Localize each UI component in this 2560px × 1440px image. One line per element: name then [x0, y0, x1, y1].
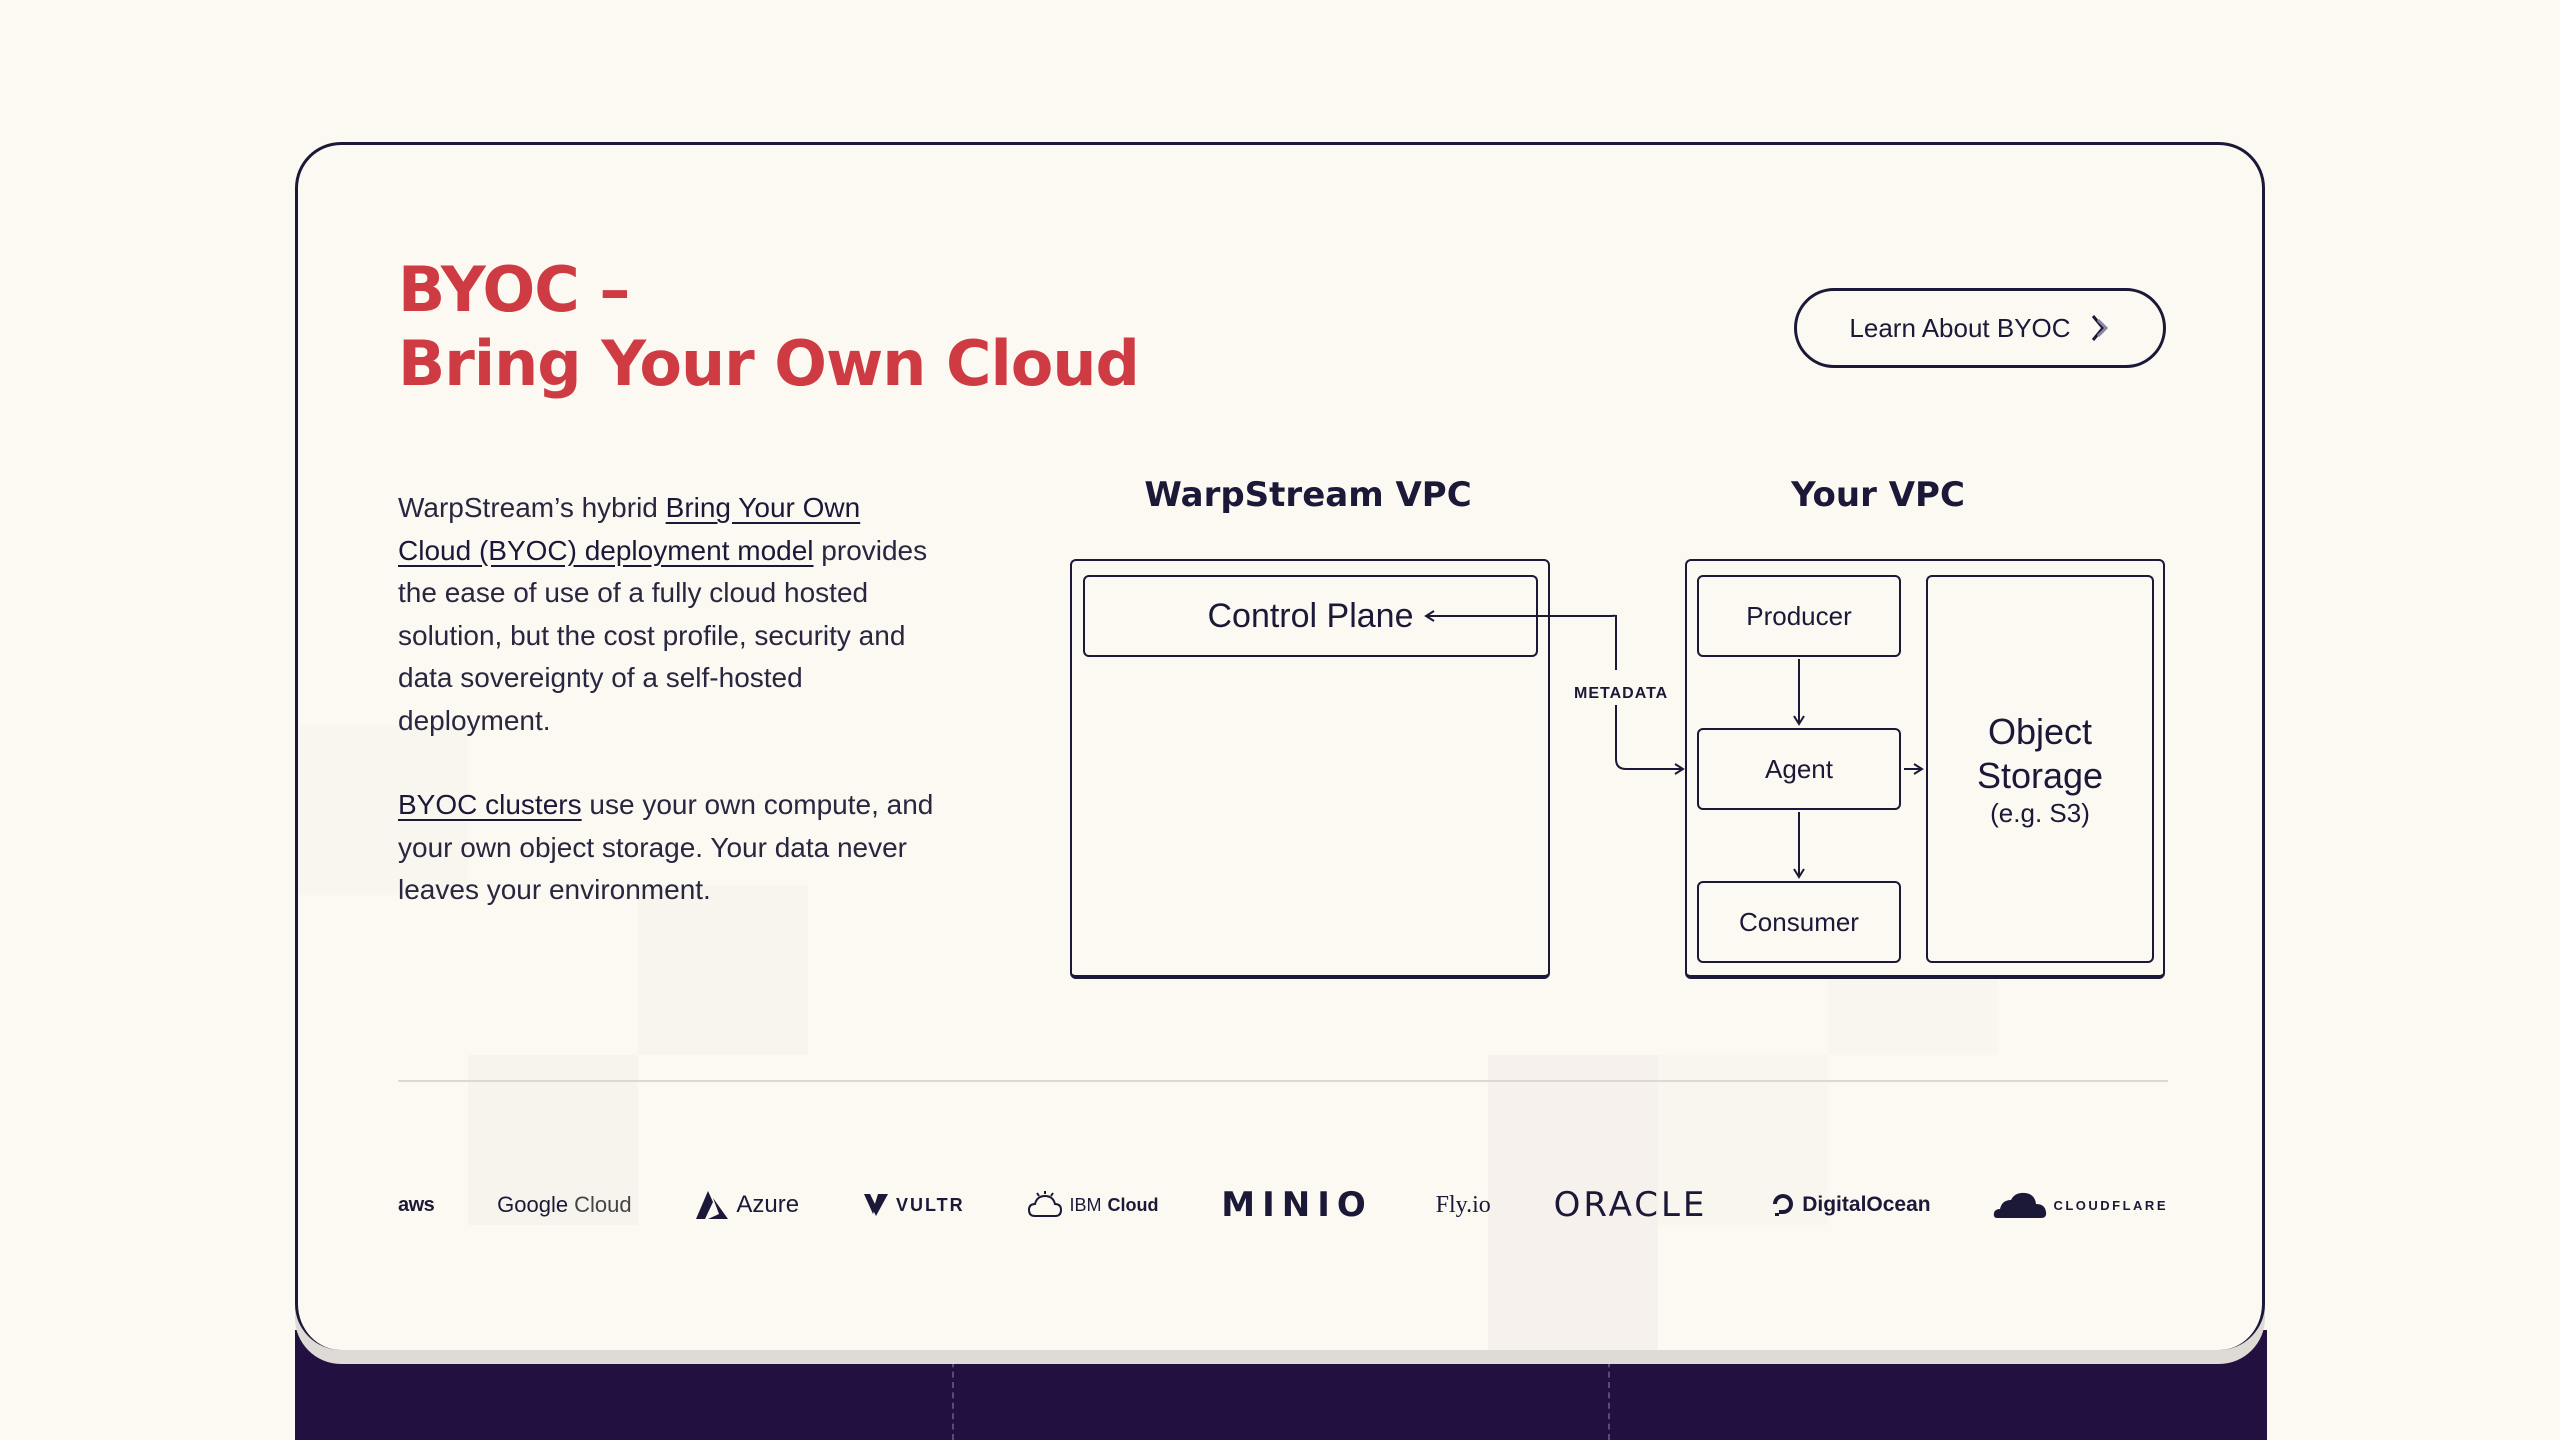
azure-logo: Azure: [694, 1190, 799, 1220]
metadata-arrow-to-agent: [1615, 705, 1685, 775]
digitalocean-wordmark: DigitalOcean: [1802, 1193, 1931, 1216]
ibm-cloud-icon: [1028, 1191, 1063, 1217]
flyio-wordmark: Fly.io: [1435, 1191, 1491, 1218]
digitalocean-icon: [1773, 1194, 1794, 1216]
cloudflare-logo: CLOUDFLARE: [1993, 1190, 2168, 1220]
byoc-clusters-link[interactable]: BYOC clusters: [398, 789, 582, 820]
band-divider: [1608, 1330, 1610, 1440]
aws-wordmark: aws: [398, 1193, 435, 1216]
ibm-cloud-logo: IBM Cloud: [1027, 1190, 1158, 1220]
clusters-paragraph: BYOC clusters use your own compute, and …: [398, 784, 938, 912]
grid-decoration: [1658, 1055, 1828, 1225]
google-wordmark: Google: [497, 1192, 569, 1217]
title-line-1: BYOC –: [398, 253, 630, 326]
intro-suffix: provides the ease of use of a fully clou…: [398, 534, 928, 736]
diagram-arrows: [1424, 610, 1924, 879]
grid-decoration: [298, 725, 468, 895]
title-line-2: Bring Your Own Cloud: [398, 327, 1140, 400]
producer-box: Producer: [1697, 575, 1901, 657]
cloud-wordmark: Cloud: [574, 1192, 632, 1217]
page-title: BYOC – Bring Your Own Cloud: [398, 253, 1140, 401]
ibm-cloud-wordmark: Cloud: [1107, 1194, 1159, 1215]
ibm-wordmark: IBM: [1069, 1194, 1102, 1215]
cta-label: Learn About BYOC: [1849, 312, 2071, 343]
cloudflare-wordmark: CLOUDFLARE: [2053, 1197, 2168, 1213]
band-divider: [952, 1330, 954, 1440]
grid-decoration: [468, 1055, 638, 1225]
minio-wordmark: MINIO: [1221, 1185, 1373, 1225]
oracle-logo: ORACLE: [1554, 1185, 1708, 1225]
oracle-wordmark: ORACLE: [1553, 1185, 1708, 1225]
minio-logo: MINIO: [1221, 1185, 1373, 1225]
vultr-icon: [863, 1194, 888, 1216]
intro-copy: WarpStream’s hybrid Bring Your Own Cloud…: [398, 487, 938, 954]
storage-note: (e.g. S3): [1990, 798, 2090, 828]
metadata-label: METADATA: [1574, 685, 1669, 702]
your-vpc-title: Your VPC: [1791, 475, 1965, 515]
learn-about-byoc-button[interactable]: Learn About BYOC: [1794, 288, 2166, 368]
byoc-model-link[interactable]: Bring Your Own Cloud (BYOC) deployment m…: [398, 492, 861, 566]
warpstream-vpc-title: WarpStream VPC: [1144, 475, 1472, 515]
google-cloud-logo: Google Cloud: [497, 1192, 631, 1218]
consumer-box: Consumer: [1697, 881, 1901, 963]
architecture-diagram: WarpStream VPC Your VPC Control Plane Pr…: [298, 145, 2262, 1045]
aws-logo: aws: [398, 1193, 435, 1217]
grid-decoration: [638, 885, 808, 1055]
agent-box: Agent: [1697, 728, 1901, 810]
storage-line-1: Object: [1987, 711, 2093, 752]
section-divider: [398, 1080, 2168, 1082]
storage-line-2: Storage: [1976, 755, 2104, 796]
intro-prefix: WarpStream’s hybrid: [398, 492, 666, 523]
cloudflare-icon: [1994, 1192, 2047, 1218]
vultr-wordmark: VULTR: [895, 1194, 965, 1215]
clusters-suffix: use your own compute, and your own objec…: [398, 789, 934, 905]
azure-icon: [696, 1191, 729, 1219]
digitalocean-logo: DigitalOcean: [1770, 1192, 1931, 1218]
byoc-card: BYOC – Bring Your Own Cloud Learn About …: [295, 142, 2265, 1350]
cloud-logo-row: aws Google Cloud Azure VULTR IBM: [398, 1175, 2168, 1235]
grid-decoration: [1488, 1055, 1658, 1350]
layered-arrow-icon: [2091, 315, 2108, 341]
object-storage-box: Object Storage (e.g. S3): [1926, 575, 2154, 963]
azure-wordmark: Azure: [736, 1191, 800, 1218]
intro-paragraph: WarpStream’s hybrid Bring Your Own Cloud…: [398, 487, 938, 742]
vultr-logo: VULTR: [862, 1192, 965, 1218]
flyio-logo: Fly.io: [1436, 1192, 1491, 1219]
metadata-arrow-to-control-plane: [1424, 610, 1617, 670]
